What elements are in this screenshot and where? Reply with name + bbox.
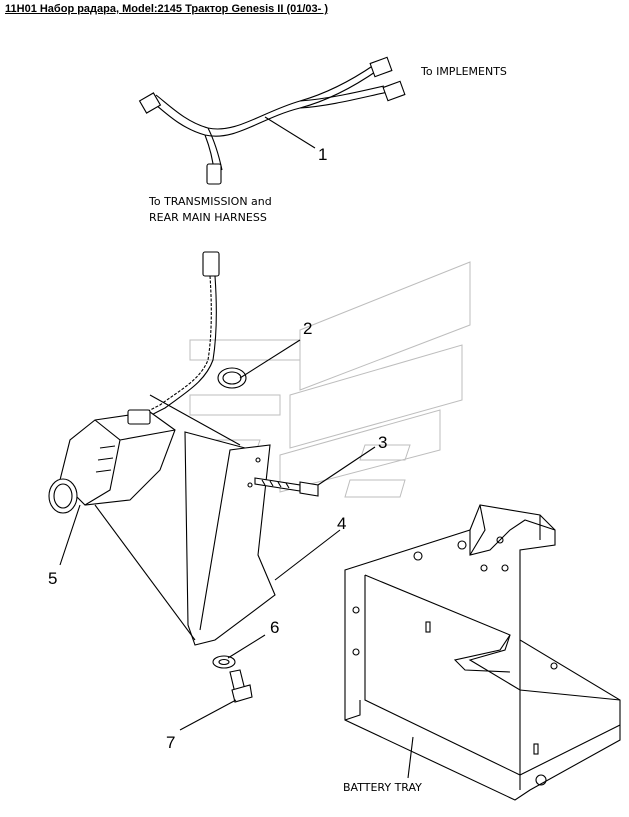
wiring-harness: [138, 56, 406, 185]
screw: [229, 669, 253, 703]
mounting-bracket: [184, 431, 276, 646]
battery-tray: [344, 504, 621, 801]
label-to-implements: To IMPLEMENTS: [420, 65, 507, 78]
hose-clamp: [217, 367, 247, 389]
washer: [212, 655, 236, 669]
bolt: [254, 477, 319, 497]
label-rear-main-harness: REAR MAIN HARNESS: [149, 211, 267, 224]
callout-2: 2: [303, 319, 312, 338]
callout-1: 1: [318, 145, 327, 164]
label-to-transmission: To TRANSMISSION and: [148, 195, 272, 208]
callout-4: 4: [337, 514, 346, 533]
radar-sensor: [48, 409, 176, 514]
callout-7: 7: [166, 733, 175, 752]
callout-6: 6: [270, 618, 279, 637]
radar-cable: [134, 251, 220, 425]
leader-lines: [59, 116, 414, 779]
callout-3: 3: [378, 433, 387, 452]
callout-5: 5: [48, 569, 57, 588]
label-battery-tray: BATTERY TRAY: [343, 781, 422, 794]
diagram-title: 11H01 Набор радара, Model:2145 Трактор G…: [5, 3, 329, 15]
